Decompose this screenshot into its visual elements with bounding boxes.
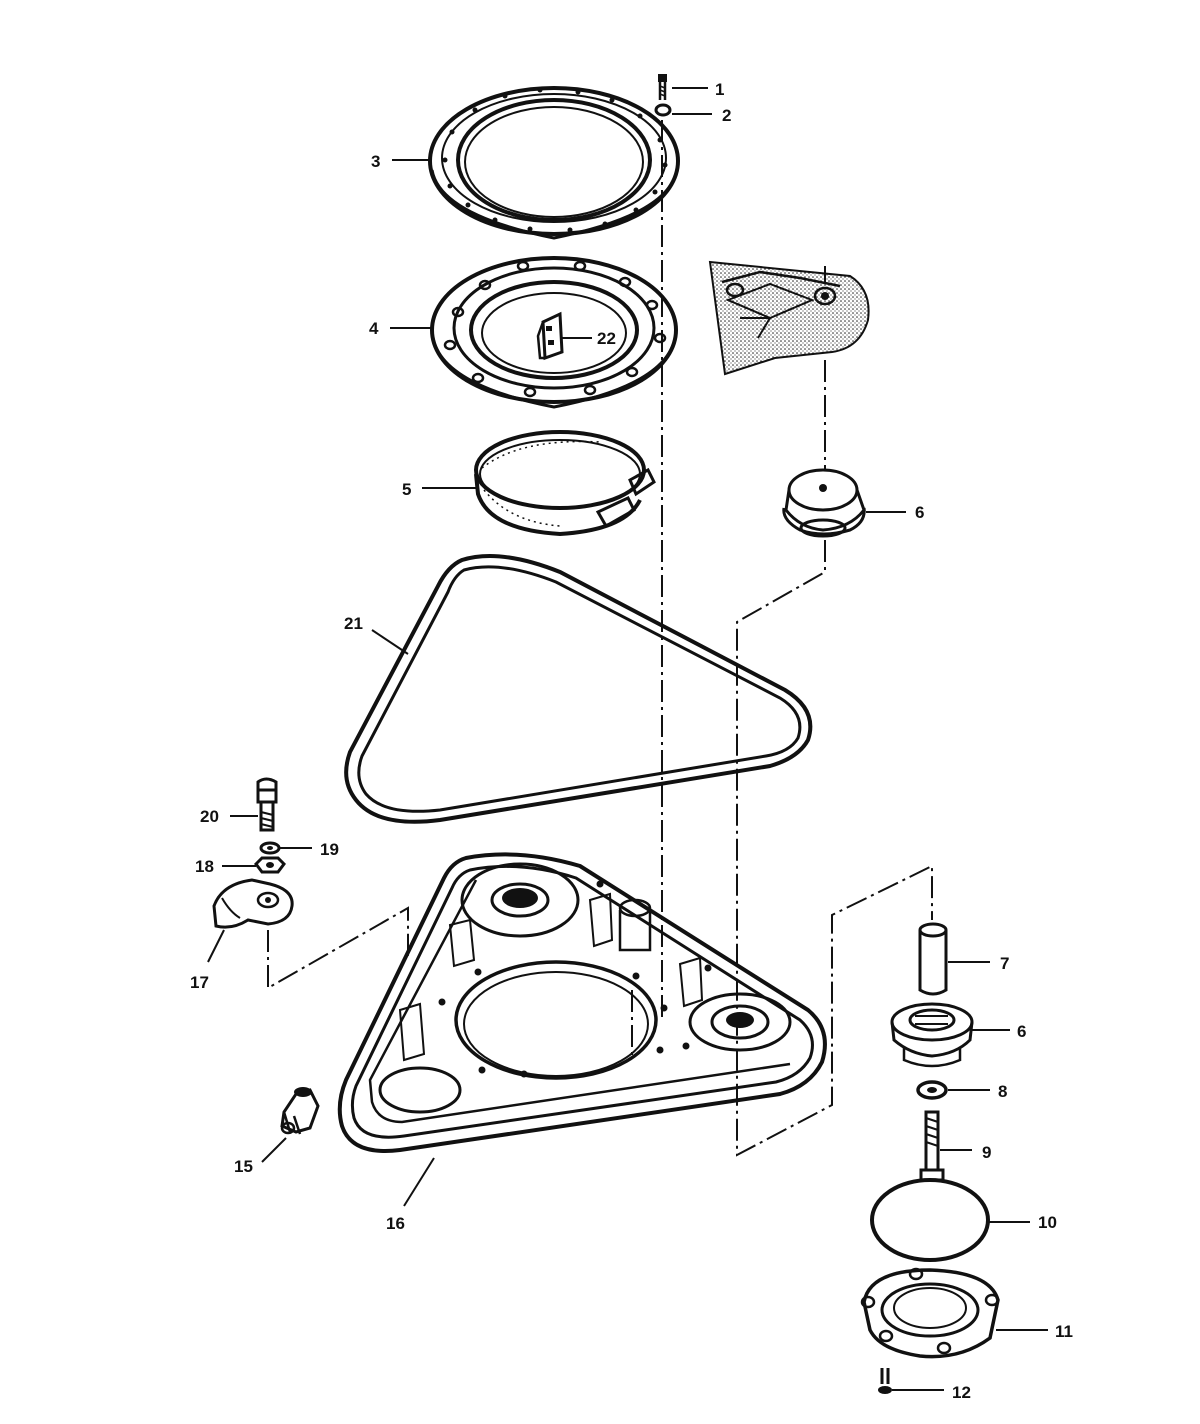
callout-10: 10 xyxy=(1038,1213,1057,1232)
callout-19: 19 xyxy=(320,840,339,859)
part-4-mounting-plate xyxy=(430,256,678,409)
callout-5: 5 xyxy=(402,480,411,499)
part-7-sleeve xyxy=(918,922,948,996)
callout-8: 8 xyxy=(998,1082,1007,1101)
callout-11: 11 xyxy=(1055,1322,1073,1341)
callout-3: 3 xyxy=(371,152,380,171)
callout-6-lower: 6 xyxy=(1017,1022,1026,1041)
callout-12: 12 xyxy=(952,1383,971,1402)
part-21-drive-belt xyxy=(344,554,813,824)
callout-labels: 1 2 3 4 22 5 6 21 20 19 18 17 15 16 7 6 … xyxy=(190,80,1073,1402)
part-2-washer xyxy=(654,103,672,117)
part-10-o-ring xyxy=(870,1178,990,1262)
leader-lines xyxy=(207,87,1048,1391)
callout-21: 21 xyxy=(344,614,363,633)
callout-9: 9 xyxy=(982,1143,991,1162)
part-20-bolt xyxy=(256,777,278,832)
callout-15: 15 xyxy=(234,1157,253,1176)
part-16-housing-base xyxy=(337,852,827,1153)
callout-1: 1 xyxy=(715,80,724,99)
callout-2: 2 xyxy=(722,106,731,125)
part-6-upper-mount xyxy=(782,468,866,538)
part-22-bracket xyxy=(536,311,564,361)
part-1-screw xyxy=(658,74,667,100)
callout-4: 4 xyxy=(369,319,379,338)
assembly-centerlines xyxy=(267,120,933,1157)
callout-6-upper: 6 xyxy=(915,503,924,522)
part-15-elbow-fitting xyxy=(280,1087,320,1135)
part-9-bolt xyxy=(919,1110,945,1182)
part-3-flange-ring xyxy=(428,86,680,240)
callout-16: 16 xyxy=(386,1214,405,1233)
part-11-cover xyxy=(860,1267,1000,1359)
part-18-nut xyxy=(254,856,286,874)
callout-17: 17 xyxy=(190,973,209,992)
mounting-bracket-casting xyxy=(708,260,870,376)
callout-7: 7 xyxy=(1000,954,1009,973)
part-19-washer xyxy=(259,841,281,855)
part-5-hose-clamp xyxy=(474,430,656,537)
part-17-cam-lever xyxy=(212,878,294,929)
part-6-lower-mount xyxy=(890,1002,974,1068)
callout-20: 20 xyxy=(200,807,219,826)
part-8-washer xyxy=(916,1080,948,1100)
part-12-screw xyxy=(878,1368,892,1394)
callout-18: 18 xyxy=(195,857,214,876)
callout-22: 22 xyxy=(597,329,616,348)
